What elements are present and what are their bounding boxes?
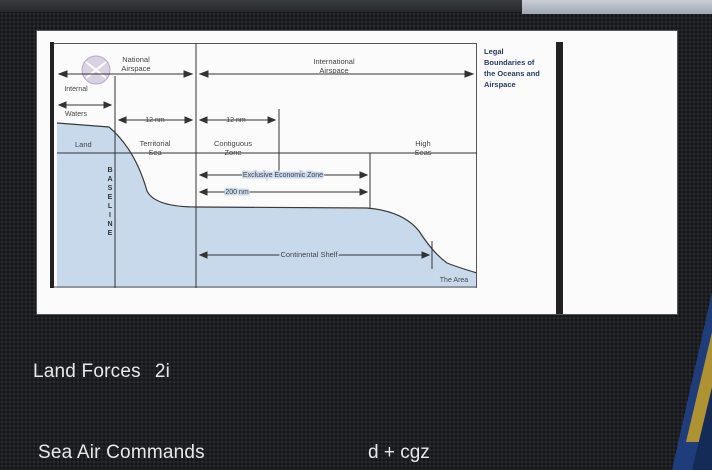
the-area-label: The Area (440, 277, 469, 284)
svg-text:E: E (108, 194, 113, 201)
diagram-border-right (476, 43, 477, 288)
svg-text:I: I (109, 212, 111, 219)
svg-text:S: S (108, 185, 113, 192)
top-bar-accent (522, 0, 712, 14)
land-label: Land (75, 140, 92, 149)
left-edge-bar (50, 42, 54, 288)
sea-air-commands-code: d + cgz (368, 442, 430, 463)
continental-shelf-label: Continental Shelf (280, 250, 338, 259)
eez-label: Exclusive Economic Zone (243, 172, 323, 179)
land-forces-code: 2i (154, 361, 171, 382)
water-profile (57, 123, 477, 288)
un-emblem-icon (81, 55, 111, 85)
right-edge-bar (556, 42, 563, 314)
svg-text:E: E (108, 230, 113, 237)
diagram-border-top (54, 43, 477, 44)
200nm-label: 200 nm (225, 189, 249, 196)
land-forces-label: Land Forces (33, 361, 141, 382)
corner-decoration (672, 292, 712, 470)
svg-text:N: N (107, 221, 112, 228)
diagram-title: Legal Boundaries of the Oceans and Airsp… (484, 47, 542, 89)
land-forces-caption: Land Forces 2i (33, 361, 170, 383)
nm12-label-b: 12 nm (226, 117, 246, 124)
nm12-label-a: 12 nm (145, 117, 165, 124)
land-profile (56, 122, 478, 274)
svg-text:B: B (107, 167, 112, 174)
svg-text:L: L (108, 203, 113, 210)
svg-text:A: A (107, 176, 112, 183)
baseline-vertical-label: B A S E L I N E (107, 167, 112, 237)
sea-air-commands-caption: Sea Air Commands (38, 442, 205, 463)
